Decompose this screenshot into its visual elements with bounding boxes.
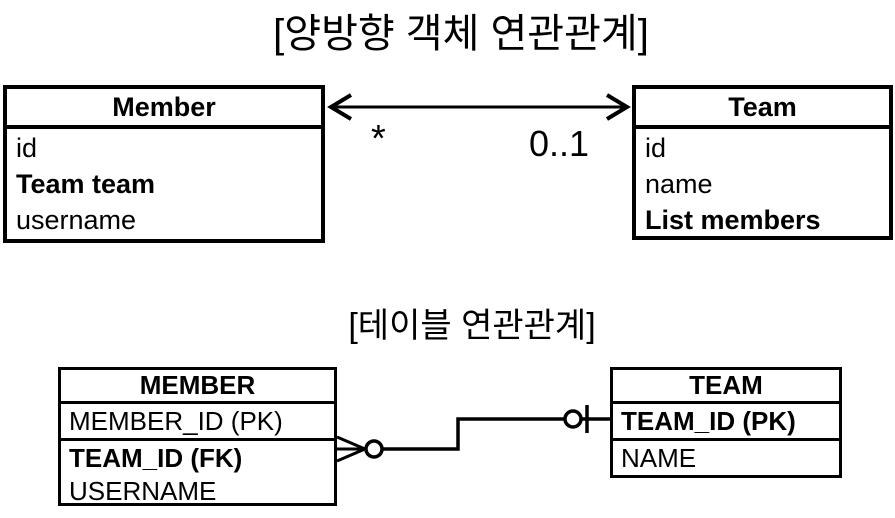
zero-circle-member-icon: [364, 439, 384, 459]
member-field-username: username: [16, 205, 137, 235]
crows-foot-many-icon: [336, 435, 366, 463]
member-table-username-row: USERNAME: [69, 476, 217, 506]
member-table-pk-row: MEMBER_ID (PK): [61, 404, 334, 441]
table-association-title: [테이블 연관관계]: [348, 307, 596, 345]
zero-circle-team-icon: [563, 409, 583, 429]
team-multiplicity-label: 0..1: [529, 123, 590, 164]
team-table-compartment: NAME: [613, 441, 839, 475]
arrowhead-right-icon: [605, 93, 631, 121]
team-class-box: Team id name List members: [632, 85, 893, 240]
object-association-title: [양방향 객체 연관관계]: [273, 12, 649, 56]
member-field-id: id: [16, 133, 38, 163]
team-class-name: Team: [636, 89, 889, 129]
team-table-pk-row: TEAM_ID (PK): [613, 404, 839, 441]
team-table-box: TEAM TEAM_ID (PK) NAME: [610, 367, 842, 478]
team-field-name: name: [645, 169, 713, 199]
table-relation-connector: [336, 405, 610, 463]
member-class-box: Member id Team team username: [3, 85, 325, 243]
member-field-team: Team team: [16, 169, 156, 199]
member-class-name: Member: [7, 89, 321, 129]
team-table-name-row: NAME: [621, 443, 697, 473]
member-multiplicity-label: *: [371, 118, 386, 160]
member-table-compartment: TEAM_ID (FK) USERNAME: [61, 441, 334, 508]
relation-line: [382, 417, 565, 451]
member-class-fields: id Team team username: [7, 129, 321, 238]
member-table-name: MEMBER: [61, 370, 334, 404]
bidirectional-arrow-icon: [327, 93, 631, 121]
team-field-id: id: [645, 133, 667, 163]
team-class-fields: id name List members: [636, 129, 889, 238]
team-field-members: List members: [645, 205, 821, 235]
member-table-fk-row: TEAM_ID (FK): [69, 443, 243, 473]
team-table-name: TEAM: [613, 370, 839, 404]
arrowhead-left-icon: [327, 93, 353, 121]
member-table-box: MEMBER MEMBER_ID (PK) TEAM_ID (FK) USERN…: [58, 367, 337, 506]
